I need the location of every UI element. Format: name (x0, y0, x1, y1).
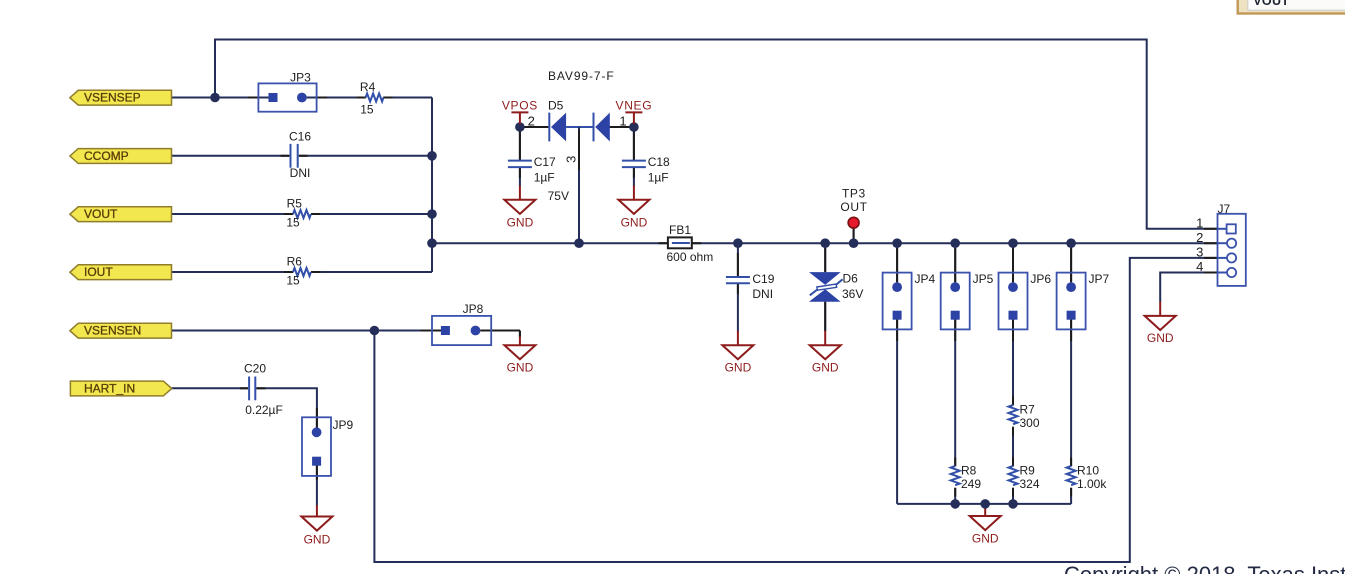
svg-text:1µF: 1µF (534, 170, 555, 184)
svg-text:J7: J7 (1218, 202, 1231, 216)
svg-text:HART_IN: HART_IN (84, 382, 135, 396)
svg-text:TP3: TP3 (842, 186, 866, 200)
svg-text:1: 1 (1196, 216, 1203, 231)
svg-text:R9: R9 (1020, 463, 1036, 477)
svg-text:2: 2 (528, 113, 535, 128)
svg-text:JP4: JP4 (915, 272, 936, 286)
svg-text:OUT: OUT (840, 200, 867, 214)
svg-text:324: 324 (1020, 477, 1040, 491)
svg-text:GND: GND (972, 532, 999, 546)
svg-text:R10: R10 (1077, 463, 1099, 477)
svg-text:GND: GND (1147, 331, 1174, 345)
svg-text:DNI: DNI (752, 287, 773, 301)
svg-text:75V: 75V (548, 189, 569, 203)
svg-text:FB1: FB1 (669, 223, 691, 237)
svg-text:D6: D6 (843, 272, 859, 286)
svg-text:R7: R7 (1020, 402, 1036, 416)
svg-text:2: 2 (1196, 230, 1203, 245)
svg-text:15: 15 (286, 216, 300, 230)
svg-text:1µF: 1µF (648, 170, 669, 184)
svg-text:300: 300 (1020, 416, 1040, 430)
svg-text:DNI: DNI (290, 166, 311, 180)
svg-text:GND: GND (621, 215, 648, 229)
svg-text:VOUT: VOUT (1253, 0, 1289, 8)
svg-text:JP8: JP8 (463, 302, 484, 316)
svg-text:0.22µF: 0.22µF (245, 403, 283, 417)
svg-text:GND: GND (507, 215, 534, 229)
svg-text:JP7: JP7 (1089, 272, 1110, 286)
svg-text:JP5: JP5 (973, 272, 994, 286)
svg-text:BAV99-7-F: BAV99-7-F (548, 69, 615, 83)
svg-text:C20: C20 (244, 361, 266, 375)
svg-text:GND: GND (304, 533, 331, 547)
svg-text:R4: R4 (360, 80, 376, 94)
svg-text:VNEG: VNEG (615, 98, 652, 112)
svg-text:249: 249 (961, 477, 981, 491)
svg-text:R6: R6 (287, 255, 303, 269)
svg-text:IOUT: IOUT (84, 265, 113, 279)
svg-text:R5: R5 (287, 197, 303, 211)
svg-text:JP3: JP3 (290, 70, 311, 84)
svg-text:C19: C19 (752, 272, 774, 286)
svg-text:1.00k: 1.00k (1077, 477, 1107, 491)
svg-text:GND: GND (725, 361, 752, 375)
svg-text:CCOMP: CCOMP (84, 149, 129, 163)
svg-text:D5: D5 (548, 99, 564, 113)
svg-text:4: 4 (1196, 259, 1203, 274)
svg-text:VPOS: VPOS (502, 98, 538, 112)
svg-text:JP9: JP9 (333, 418, 354, 432)
svg-text:3: 3 (1196, 245, 1203, 260)
svg-text:36V: 36V (842, 287, 863, 301)
svg-text:GND: GND (507, 361, 534, 375)
svg-text:C17: C17 (534, 155, 556, 169)
svg-text:15: 15 (286, 274, 300, 288)
svg-text:C16: C16 (289, 129, 311, 143)
svg-text:JP6: JP6 (1030, 272, 1051, 286)
svg-text:VSENSEP: VSENSEP (84, 91, 141, 105)
svg-text:15: 15 (360, 102, 374, 116)
svg-text:3: 3 (564, 156, 579, 163)
svg-text:600 ohm: 600 ohm (667, 250, 714, 264)
svg-text:Copyright © 2018, Texas Instru: Copyright © 2018, Texas Instruments Inco… (1064, 562, 1345, 574)
svg-text:VOUT: VOUT (84, 207, 118, 221)
svg-text:VSENSEN: VSENSEN (84, 324, 141, 338)
svg-text:R8: R8 (961, 463, 977, 477)
svg-text:C18: C18 (648, 155, 670, 169)
svg-text:GND: GND (812, 361, 839, 375)
svg-text:1: 1 (619, 113, 626, 128)
